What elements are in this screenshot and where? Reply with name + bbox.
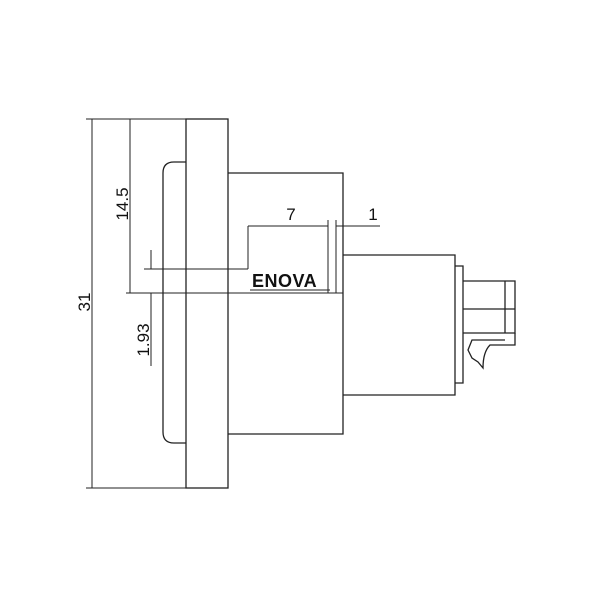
terminal-block — [463, 280, 516, 334]
main-body — [228, 172, 344, 435]
dimension-label-31: 31 — [75, 293, 94, 312]
dimension-label-1-93: 1.93 — [134, 323, 153, 356]
flange-plate — [185, 118, 229, 489]
enova-logo: ENOVA — [250, 271, 330, 291]
dimension-label-14-5: 14.5 — [113, 187, 132, 220]
dimension-offset: 1.93 — [134, 250, 248, 366]
dimension-overall-height: 31 — [75, 118, 186, 489]
dimension-gap: 1 — [335, 205, 380, 293]
dimension-depth: 7 — [247, 205, 329, 293]
mid-body — [343, 254, 456, 396]
rear-housing — [162, 161, 186, 444]
latch-hook — [467, 333, 516, 370]
dimension-upper-height: 14.5 — [113, 119, 343, 294]
dimension-label-1: 1 — [368, 205, 377, 224]
svg-text:ENOVA: ENOVA — [252, 271, 317, 291]
dimension-label-7: 7 — [286, 205, 295, 224]
step-body — [455, 265, 464, 384]
